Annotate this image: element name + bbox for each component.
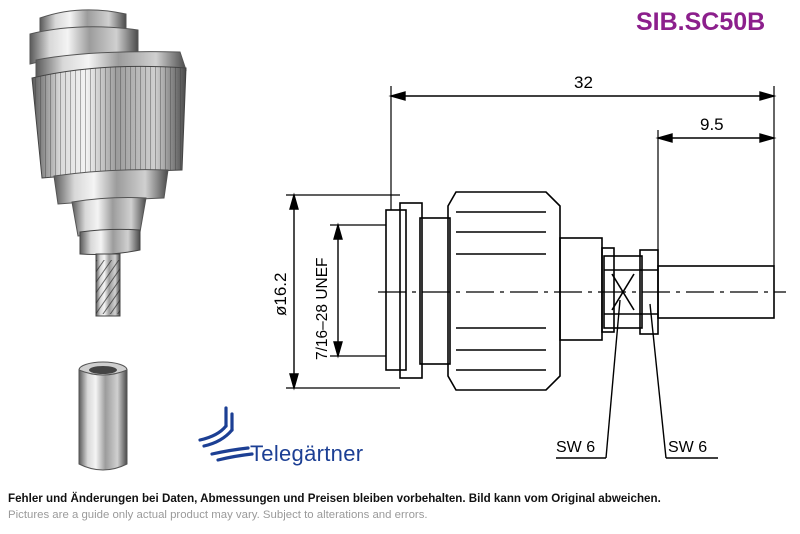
brand-name: Telegärtner: [250, 441, 364, 466]
dim-overall-length: 32: [574, 73, 593, 92]
telegaertner-logo-icon: [198, 406, 254, 462]
dim-crimp-length: 9.5: [700, 115, 724, 134]
connector-tip: [29, 9, 187, 81]
knurled-nut: [31, 65, 187, 179]
dim-wrench-right: SW 6: [668, 439, 707, 456]
disclaimer-german: Fehler und Änderungen bei Daten, Abmessu…: [8, 492, 661, 505]
dim-thread: 7/16–28 UNEF: [314, 257, 331, 360]
dimension-lines: [289, 91, 777, 459]
dim-body-diameter: ø16.2: [271, 273, 290, 316]
crimp-ferrule: [78, 361, 128, 471]
dim-wrench-left: SW 6: [556, 439, 595, 456]
connector-outline: [385, 191, 775, 391]
connector-body: [53, 169, 169, 317]
part-code: SIB.SC50B: [636, 8, 766, 36]
disclaimer-english: Pictures are a guide only actual product…: [8, 509, 428, 521]
